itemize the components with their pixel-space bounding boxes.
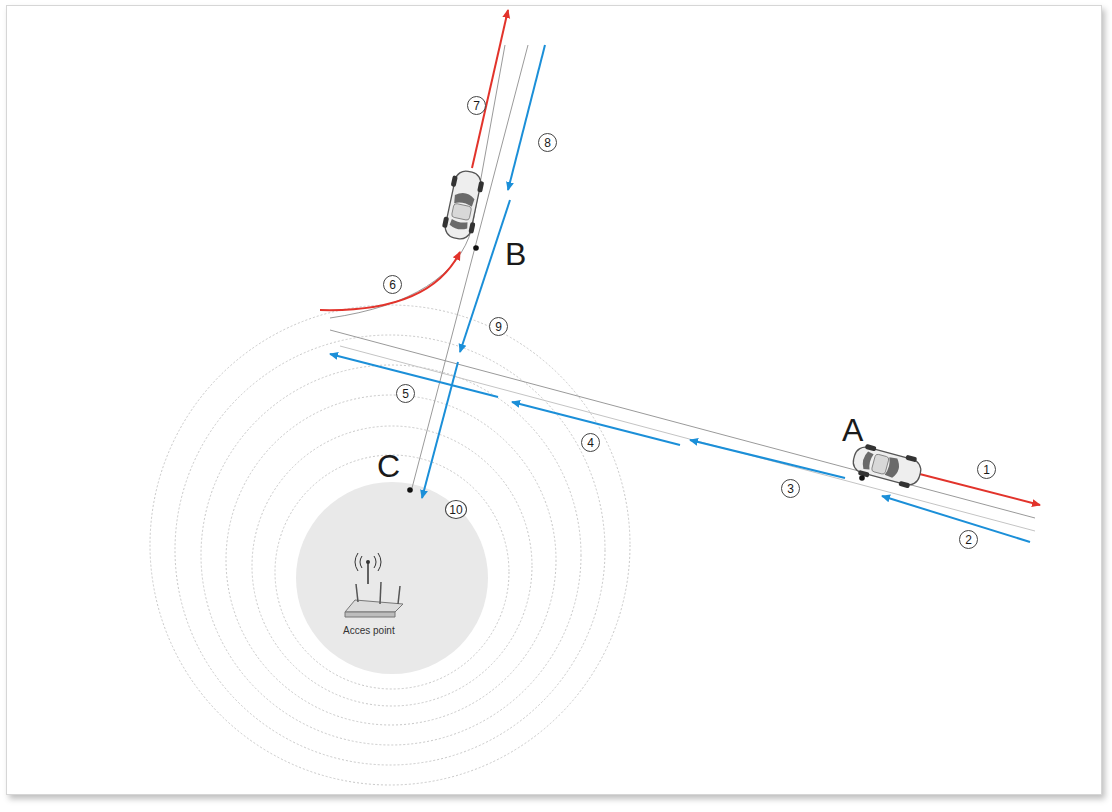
callout-number: 9 <box>489 317 508 336</box>
road-line <box>340 346 1035 531</box>
callout-number: 3 <box>781 479 800 498</box>
red-arrow <box>904 470 1040 505</box>
blue-arrow <box>882 496 1030 542</box>
road-line <box>330 330 1035 518</box>
range-ring <box>201 365 581 745</box>
data-path <box>330 45 1030 542</box>
blue-arrow <box>508 45 545 190</box>
coverage-rings <box>150 305 630 785</box>
point-dot <box>473 245 479 251</box>
device-label: Acces point <box>343 626 395 636</box>
road-lines <box>330 45 1035 531</box>
callout-number: 1 <box>977 460 996 479</box>
red-arrow <box>472 10 508 168</box>
callout-number: 4 <box>581 433 600 452</box>
point-dot <box>407 487 413 493</box>
vehicle-path <box>320 10 1040 505</box>
road-line <box>412 45 528 488</box>
range-ring <box>252 426 532 706</box>
range-ring <box>275 455 509 689</box>
callout-number: 2 <box>959 530 978 549</box>
callout-number: 10 <box>445 500 467 519</box>
point-dot <box>859 475 865 481</box>
point-letter: C <box>377 450 400 482</box>
callout-number: 6 <box>383 275 402 294</box>
access-point-icon <box>345 553 403 617</box>
frame-panel <box>6 5 1102 795</box>
car-b <box>440 168 485 241</box>
road-curve <box>330 45 505 318</box>
callout-number: 7 <box>467 96 486 115</box>
callout-number: 8 <box>538 133 557 152</box>
range-ring <box>150 305 630 785</box>
blue-arrow <box>422 362 458 498</box>
blue-arrow <box>690 440 845 478</box>
range-ring <box>226 395 556 725</box>
callout-number: 5 <box>396 384 415 403</box>
coverage-core <box>296 482 488 674</box>
car-a <box>850 442 924 491</box>
point-letter: A <box>842 414 863 446</box>
point-letter: B <box>505 238 526 270</box>
red-arrow <box>320 252 460 310</box>
